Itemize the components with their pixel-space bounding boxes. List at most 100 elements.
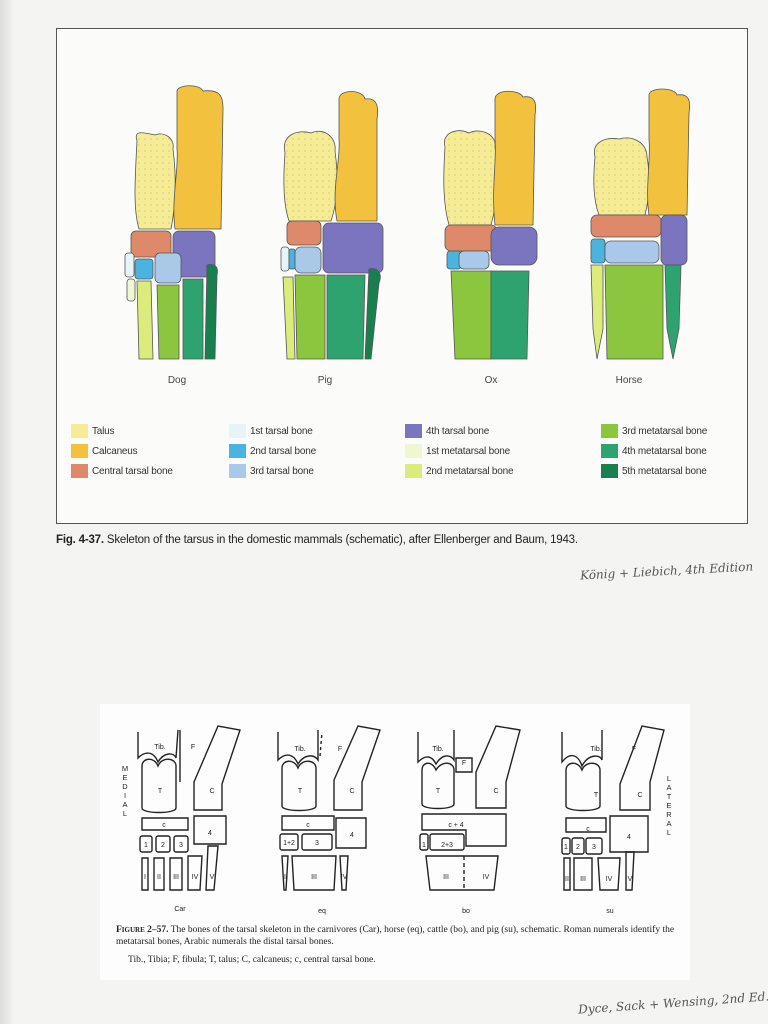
car-label-mt-iv: IV — [191, 874, 199, 881]
legend-label: 3rd metatarsal bone — [622, 425, 708, 437]
ox-tarsus-drawing — [443, 90, 538, 360]
bo-species-code: bo — [462, 908, 470, 915]
car-label-tibia: Tib. — [154, 744, 166, 751]
horse-calcaneus — [647, 88, 691, 216]
su-label-central: c — [586, 826, 590, 833]
car-label-mt-v: V — [209, 874, 215, 881]
pig-tarsus-drawing — [280, 91, 384, 360]
legend-item: 2nd metatarsal bone — [405, 463, 514, 479]
car-species-code: Car — [174, 906, 186, 913]
legend-label: 3rd tarsal bone — [250, 465, 314, 477]
eq-label-talus: T — [297, 788, 303, 795]
dog-tarsus-drawing — [124, 85, 224, 360]
tarsus-color-illustration — [124, 85, 691, 360]
pig-central-tarsal — [286, 220, 322, 246]
horse-third-metatarsal — [604, 264, 664, 360]
legend-swatch — [229, 464, 246, 478]
legend-swatch — [405, 444, 422, 458]
legend-label: 4th tarsal bone — [426, 425, 490, 437]
horse-third-tarsal — [604, 240, 660, 264]
legend-item: 4th metatarsal bone — [601, 443, 707, 459]
pig-third-tarsal — [294, 246, 322, 274]
pig-fourth-tarsal — [322, 222, 384, 274]
dog-first-tarsal — [124, 252, 135, 278]
legend-swatch — [229, 424, 246, 438]
legend-item: 1st metatarsal bone — [405, 443, 510, 459]
ox-third-tarsal — [458, 250, 490, 270]
pig-second-metatarsal — [282, 276, 296, 360]
car-label-mt-iii: III — [173, 874, 179, 881]
top-caption-label: Fig. 4-37. — [56, 534, 104, 546]
legend-item: Calcaneus — [71, 443, 138, 459]
car-label-calcaneus: C — [209, 788, 215, 795]
eq-label-tibia: Tib. — [294, 746, 306, 753]
car-label-mt-i: I — [144, 874, 146, 881]
legend-swatch — [229, 444, 246, 458]
horse-second-metatarsal — [590, 264, 604, 360]
car-label-three: 3 — [179, 842, 183, 849]
ox-fourth-tarsal — [490, 226, 538, 266]
car-label-central: c — [162, 822, 166, 829]
legend-item: Central tarsal bone — [71, 463, 173, 479]
ox-central-tarsal — [444, 224, 498, 252]
species-label-dog: Dog — [167, 375, 187, 386]
pig-second-tarsal — [288, 248, 296, 270]
bo-label-central-fourth: c + 4 — [448, 822, 464, 829]
bottom-caption-text: The bones of the tarsal skeleton in the … — [116, 925, 675, 947]
car-label-mt-ii: II — [157, 874, 161, 881]
su-label-one: 1 — [564, 844, 568, 851]
bo-label-tibia: Tib. — [432, 746, 444, 753]
su-label-two: 2 — [576, 844, 580, 851]
handwritten-source-note-1: König + Liebich, 4th Edition — [579, 559, 754, 583]
page-edge-shadow — [0, 0, 14, 1024]
legend-swatch — [71, 444, 88, 458]
bottom-caption-label: Figure 2–57. — [116, 925, 169, 935]
bo-label-mt-iv: IV — [482, 874, 490, 881]
ox-calcaneus — [493, 90, 537, 226]
legend-item: 1st tarsal bone — [229, 423, 313, 439]
su-label-mt-iii: III — [580, 876, 586, 883]
legend-swatch — [601, 444, 618, 458]
bo-diagram — [417, 725, 521, 891]
su-label-fibula: F — [631, 746, 637, 753]
top-figure-frame: Dog Pig Ox Horse Talus Calcaneus Central… — [56, 28, 748, 524]
eq-label-mt-ii: II — [284, 874, 288, 881]
dog-third-metatarsal — [156, 284, 180, 360]
eq-label-four: 4 — [350, 832, 354, 839]
bo-label-fibula: F — [461, 760, 467, 767]
dog-third-tarsal — [154, 252, 182, 284]
legend-swatch — [71, 464, 88, 478]
dog-second-metatarsal — [136, 280, 154, 360]
eq-label-one-two: 1+2 — [283, 840, 295, 847]
horse-fourth-tarsal — [660, 214, 688, 266]
dog-central-tarsal — [130, 230, 172, 258]
su-diagram — [561, 725, 665, 891]
dog-second-tarsal — [134, 258, 154, 280]
bottom-figure-caption: Figure 2–57. The bones of the tarsal ske… — [116, 924, 682, 948]
legend-item: Talus — [71, 423, 115, 439]
su-label-mt-iv: IV — [605, 876, 613, 883]
legend-item: 4th tarsal bone — [405, 423, 489, 439]
legend-label: Calcaneus — [92, 445, 138, 457]
legend-item: 3rd tarsal bone — [229, 463, 314, 479]
bo-label-two-three: 2+3 — [441, 842, 453, 849]
eq-label-three: 3 — [315, 840, 319, 847]
su-label-four: 4 — [627, 834, 631, 841]
eq-label-calcaneus: C — [349, 788, 355, 795]
pig-first-tarsal — [280, 246, 290, 272]
dog-fifth-metatarsal — [204, 264, 218, 360]
species-label-pig: Pig — [317, 375, 333, 386]
handwritten-source-note-2: Dyce, Sack + Wensing, 2nd Ed. — [577, 989, 768, 1017]
legend-label: 2nd metatarsal bone — [426, 465, 514, 477]
legend-label: 1st metatarsal bone — [426, 445, 511, 457]
pig-third-metatarsal — [294, 274, 326, 360]
legend-swatch — [71, 424, 88, 438]
legend-label: 5th metatarsal bone — [622, 465, 707, 477]
car-diagram — [137, 725, 241, 891]
eq-diagram — [277, 725, 381, 891]
legend-label: Talus — [92, 425, 115, 437]
car-label-fibula: F — [190, 744, 196, 751]
su-label-mt-ii: II — [565, 876, 569, 883]
